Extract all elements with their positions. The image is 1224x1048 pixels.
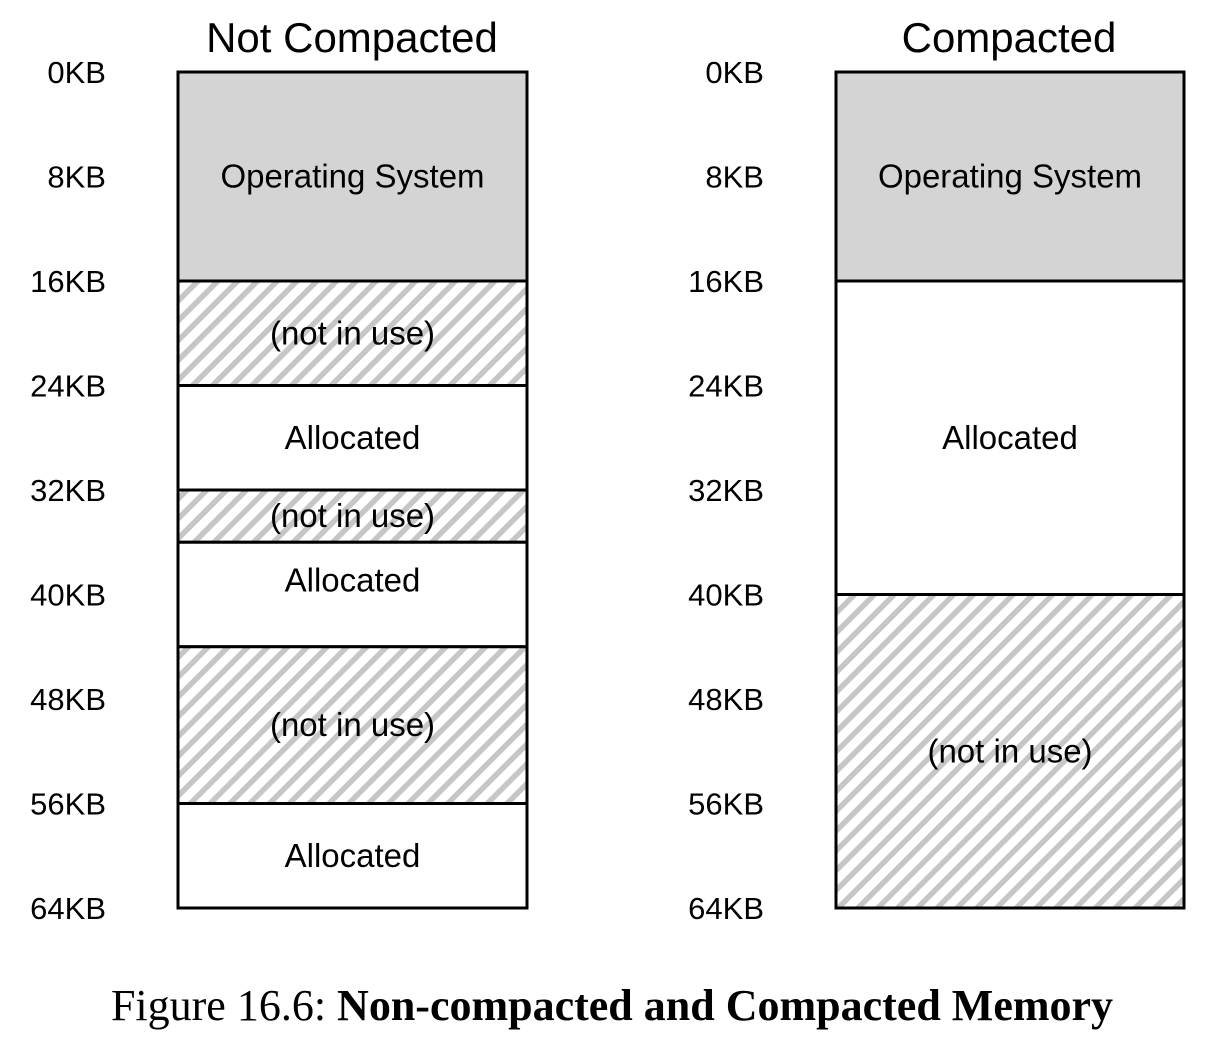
caption-prefix: Figure 16.6: — [110, 981, 338, 1030]
scale-label: 0KB — [705, 55, 764, 90]
os-label: Operating System — [220, 158, 484, 195]
memory-compaction-diagram: Not Compacted 0KB 8KB 16KB 24KB 32KB 40KB 48KB 5… — [30, 14, 1186, 926]
panel-title: Compacted — [902, 14, 1117, 61]
allocated-label: Allocated — [285, 837, 421, 874]
allocated-label: Allocated — [942, 419, 1078, 456]
figure-caption: Figure 16.6: Non-compacted and Compacted… — [0, 980, 1224, 1032]
scale-label: 32KB — [30, 473, 106, 508]
os-region — [176, 70, 529, 283]
free-region — [834, 593, 1186, 910]
free-label: (not in use) — [927, 732, 1092, 769]
scale-label: 8KB — [47, 160, 106, 195]
caption-title: Non-compacted and Compacted Memory — [337, 981, 1114, 1030]
scale-label: 24KB — [30, 369, 106, 404]
scale-label: 48KB — [688, 682, 764, 717]
free-region — [176, 645, 529, 805]
os-label: Operating System — [878, 158, 1142, 195]
free-label: (not in use) — [270, 706, 435, 743]
free-region — [176, 488, 529, 544]
scale-label: 40KB — [688, 578, 764, 613]
scale-label: 64KB — [688, 891, 764, 926]
scale-label: 64KB — [30, 891, 106, 926]
scale-label: 56KB — [30, 787, 106, 822]
allocated-region — [176, 384, 529, 492]
scale-label: 48KB — [30, 682, 106, 717]
scale-label: 56KB — [688, 787, 764, 822]
allocated-label: Allocated — [285, 562, 421, 599]
free-label: (not in use) — [270, 497, 435, 534]
compacted-panel: Compacted 0KB 8KB 16KB 24KB 32KB 40KB 48KB 56KB 6… — [688, 14, 1186, 926]
not-compacted-panel: Not Compacted 0KB 8KB 16KB 24KB 32KB 40KB 48KB 5… — [30, 14, 529, 926]
scale-label: 24KB — [688, 369, 764, 404]
allocated-label: Allocated — [285, 419, 421, 456]
os-region — [834, 70, 1186, 283]
free-label: (not in use) — [270, 314, 435, 351]
scale-label: 32KB — [688, 473, 764, 508]
scale-label: 8KB — [705, 160, 764, 195]
scale-label: 0KB — [47, 55, 106, 90]
free-region — [176, 279, 529, 387]
panel-title: Not Compacted — [206, 14, 498, 61]
allocated-region — [176, 802, 529, 910]
scale-label: 40KB — [30, 578, 106, 613]
scale-label: 16KB — [30, 264, 106, 299]
scale-label: 16KB — [688, 264, 764, 299]
